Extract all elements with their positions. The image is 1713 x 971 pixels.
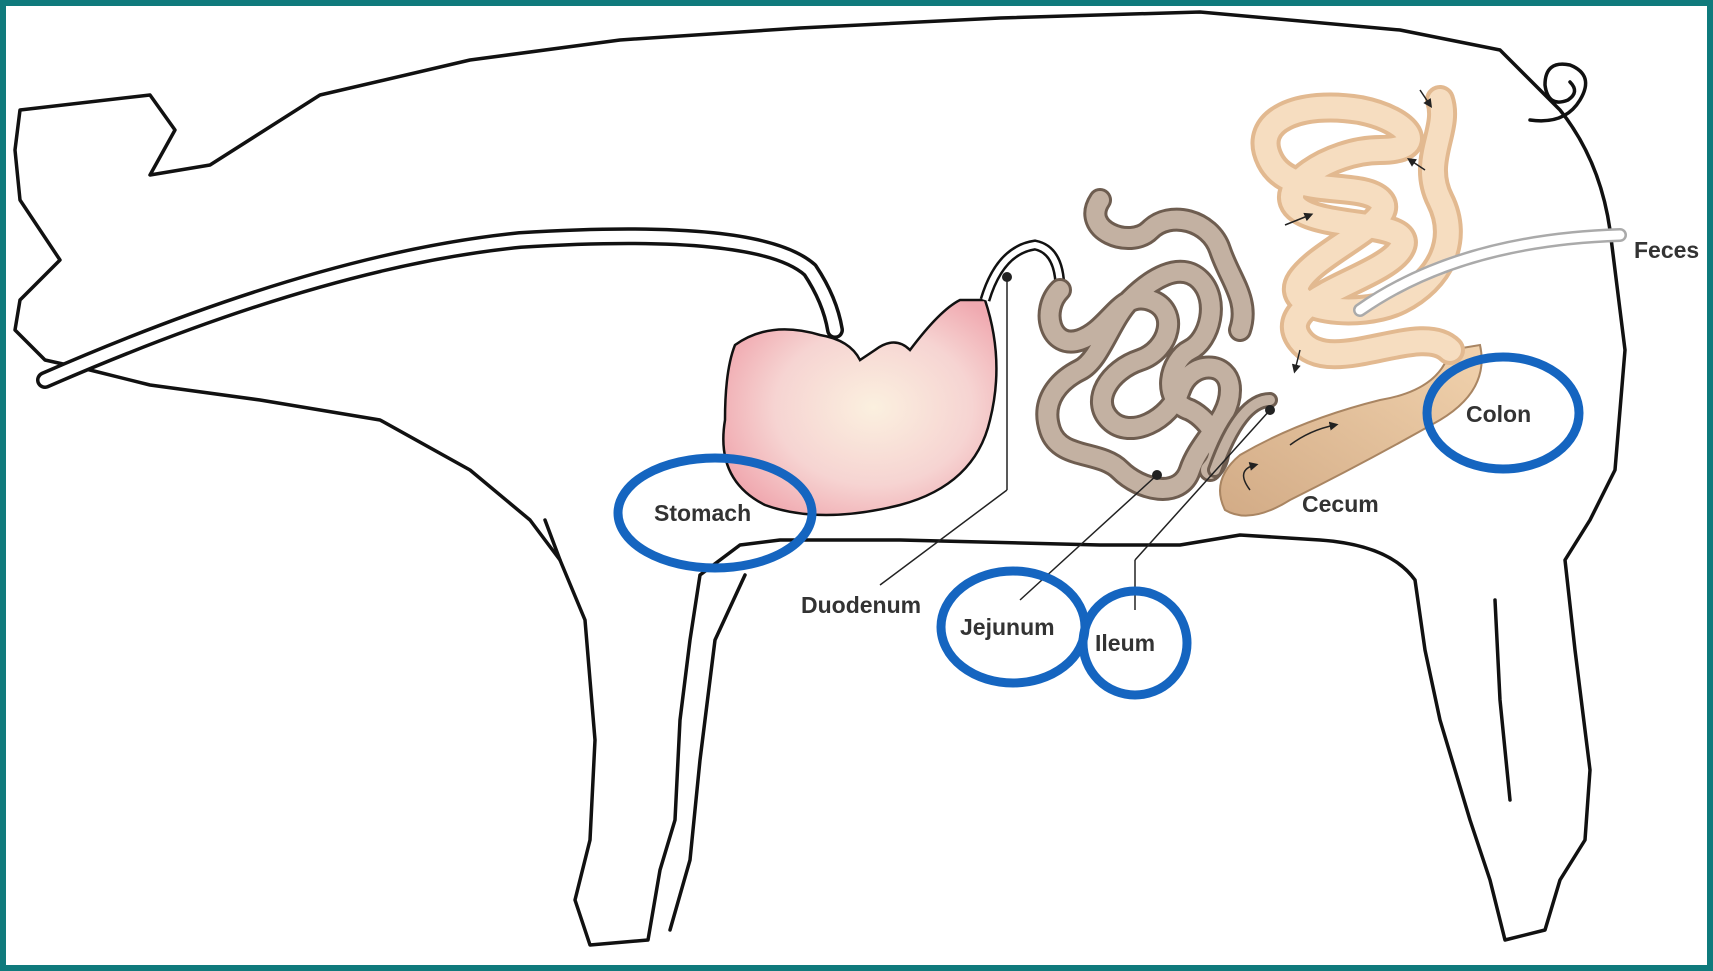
label-colon: Colon	[1466, 401, 1531, 427]
tail	[1530, 64, 1586, 121]
label-jejunum: Jejunum	[960, 614, 1055, 640]
label-feces: Feces	[1634, 237, 1699, 263]
label-ileum: Ileum	[1095, 630, 1155, 656]
label-cecum: Cecum	[1302, 491, 1379, 517]
stomach-organ	[723, 300, 996, 515]
esophagus	[45, 236, 835, 380]
label-duodenum: Duodenum	[801, 592, 921, 618]
small-intestine	[1047, 200, 1270, 489]
label-stomach: Stomach	[654, 500, 751, 526]
